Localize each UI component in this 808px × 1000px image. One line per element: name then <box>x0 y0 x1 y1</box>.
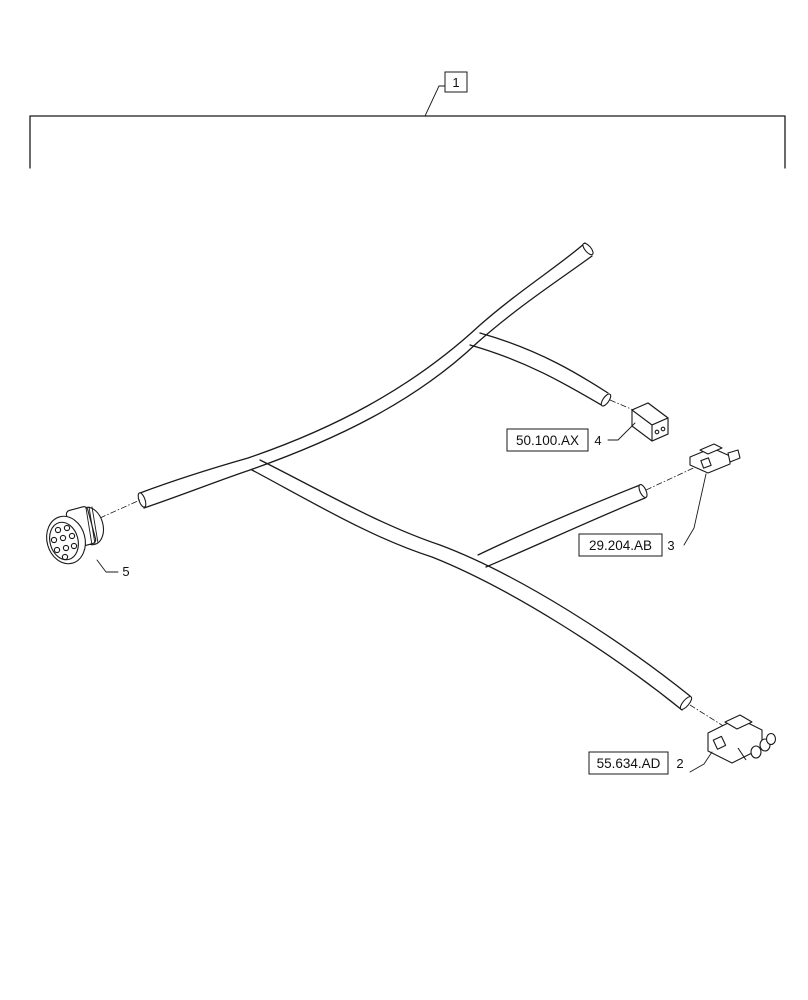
callout-2-number: 2 <box>676 756 683 771</box>
callout-3-number: 3 <box>667 538 674 553</box>
callout-5-number: 5 <box>122 564 129 579</box>
ref-50-100-ax: 50.100.AX <box>516 433 579 448</box>
wire-harness <box>137 242 693 711</box>
callout-1-number: 1 <box>452 75 459 90</box>
assembly-bracket: 1 <box>29 71 786 169</box>
callout-4-number: 4 <box>594 433 601 448</box>
connector-2: 55.634.AD 2 <box>588 714 777 775</box>
ref-55-634-ad: 55.634.AD <box>597 756 661 771</box>
ref-29-204-ab: 29.204.AB <box>589 538 652 553</box>
connector-3: 29.204.AB 3 <box>578 443 741 557</box>
connector-4: 50.100.AX 4 <box>506 402 669 452</box>
center-lines <box>99 399 726 728</box>
connector-5: 5 <box>46 506 130 579</box>
